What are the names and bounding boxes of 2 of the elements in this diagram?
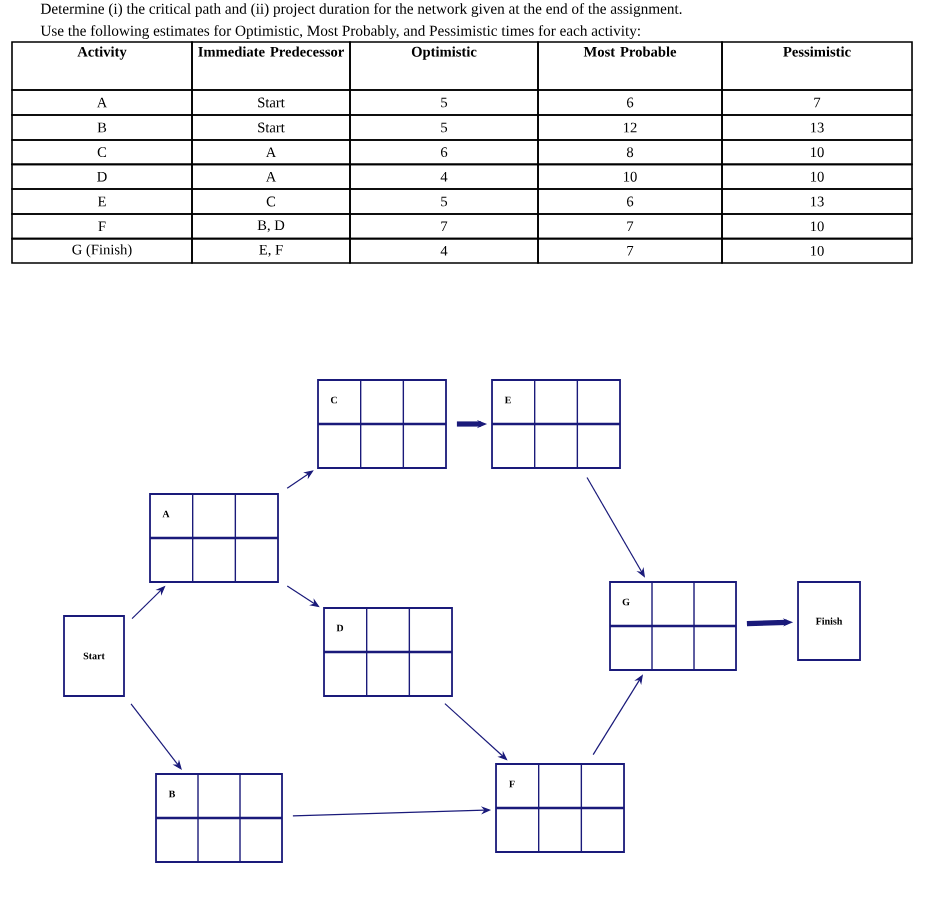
arrow: [130, 703, 182, 770]
arrow: [286, 470, 314, 489]
